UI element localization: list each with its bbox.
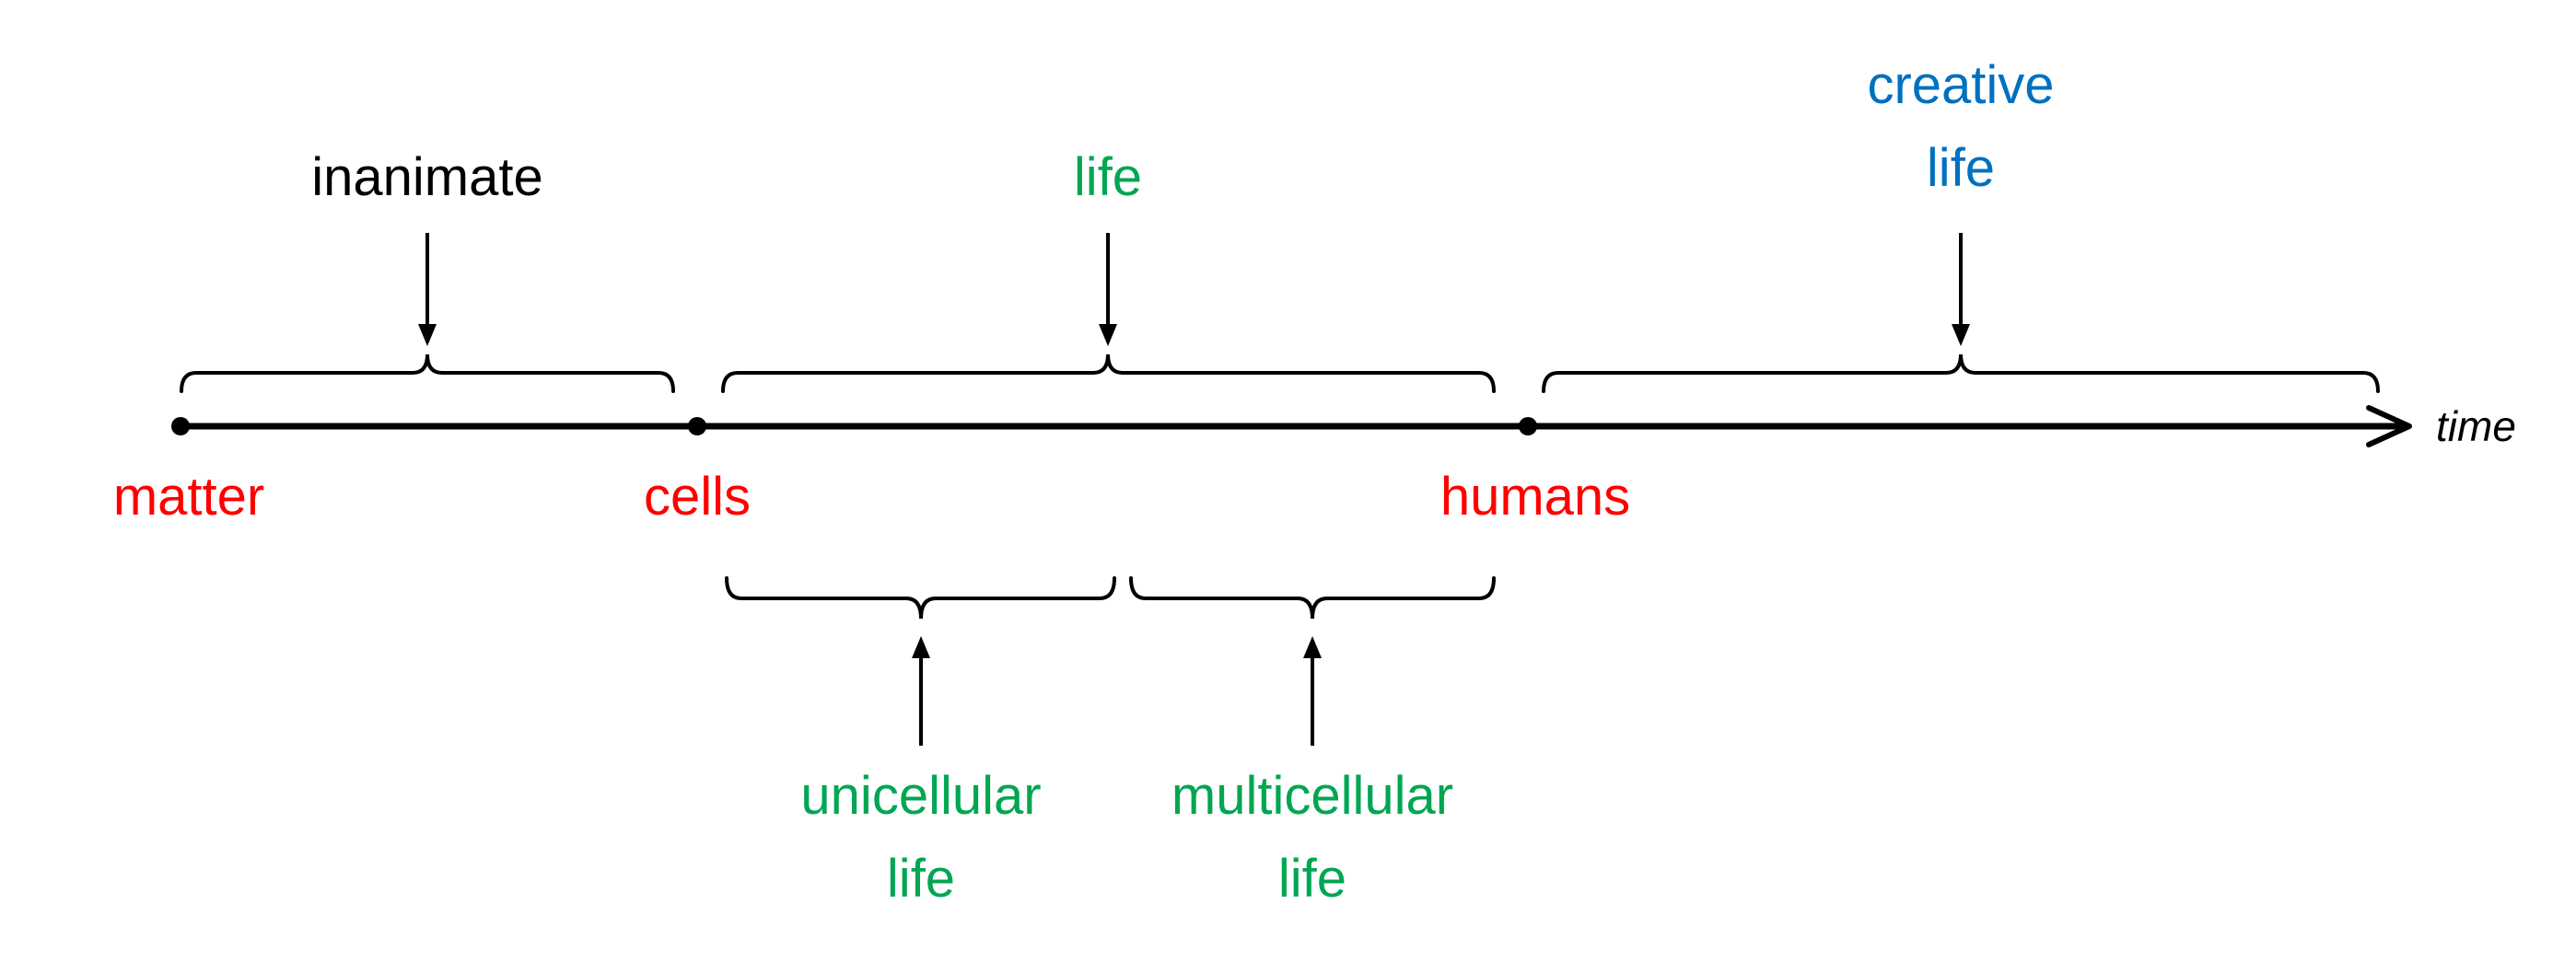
phase-label-inanimate: inanimate: [311, 147, 543, 207]
point-label-cells: cells: [643, 467, 752, 527]
underbrace-multicellular-life: [1129, 576, 1496, 620]
arrow-down-life: [1099, 233, 1117, 346]
overbrace-inanimate: [180, 354, 675, 393]
arrow-up-unicellular-life: [912, 636, 930, 746]
arrow-up-multicellular-life: [1303, 636, 1322, 746]
timeline-arrowhead-icon: [2366, 405, 2412, 447]
point-dot-humans: [1519, 417, 1537, 435]
point-dot-cells: [688, 417, 706, 435]
point-label-humans: humans: [1440, 467, 1631, 527]
arrow-down-inanimate: [418, 233, 437, 346]
overbrace-creative-life: [1542, 354, 2380, 393]
overbrace-life: [721, 354, 1496, 393]
point-dot-matter: [171, 417, 190, 435]
underbrace-unicellular-life: [725, 576, 1116, 620]
axis-label-time: time: [2436, 402, 2516, 450]
phase-label-creative-life: creative life: [1867, 55, 2055, 198]
sub-phase-label-multicellular-life: multicellular life: [1171, 766, 1454, 909]
phase-label-life: life: [1073, 147, 1143, 207]
point-label-matter: matter: [112, 467, 265, 527]
arrow-down-creative-life: [1952, 233, 1970, 346]
sub-phase-label-unicellular-life: unicellular life: [800, 766, 1042, 909]
